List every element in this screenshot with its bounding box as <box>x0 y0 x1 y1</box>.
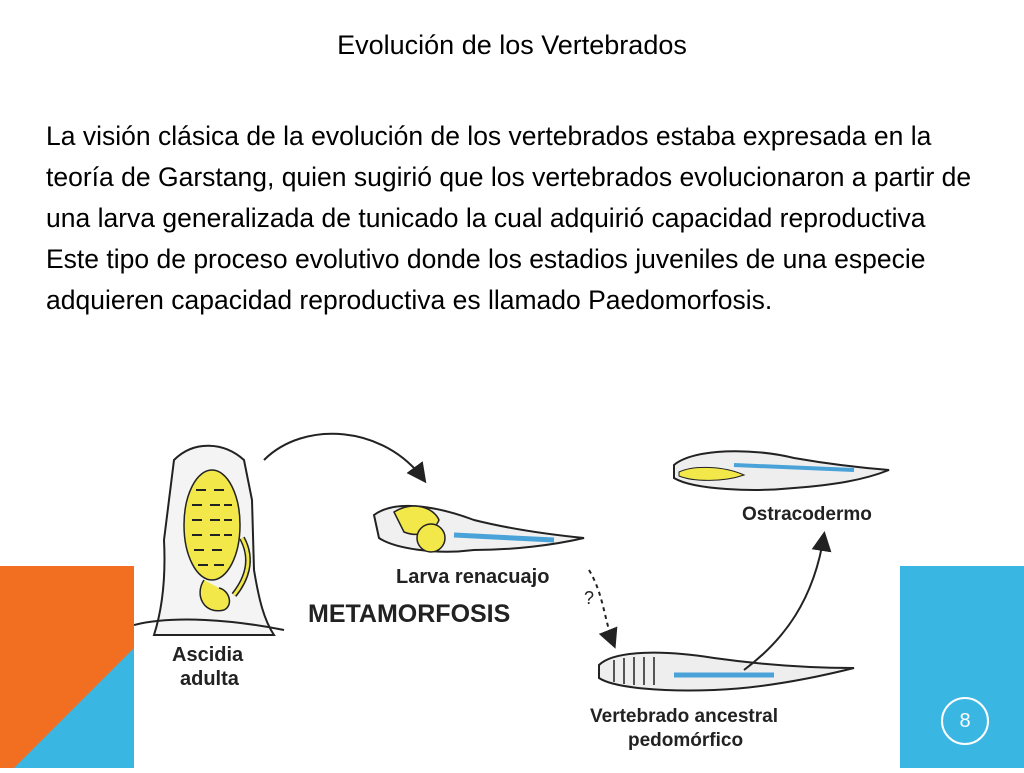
arrow-to-ostracoderm <box>743 531 832 671</box>
label-ascidia: Ascidia <box>172 644 244 666</box>
ostracoderm-drawing <box>673 450 890 491</box>
label-metamorfosis: METAMORFOSIS <box>308 600 511 628</box>
paragraph-paedomorfosis: Este tipo de proceso evolutivo donde los… <box>46 244 926 315</box>
arrow-to-larva <box>263 432 427 484</box>
diagram-drawing <box>133 432 890 692</box>
ascidian-adult-drawing <box>133 444 285 636</box>
tadpole-larva-drawing <box>372 505 585 553</box>
ancestral-vertebrate-drawing <box>598 651 855 692</box>
label-ostracodermo: Ostracodermo <box>742 504 872 525</box>
label-vertebrado-ancestral: Vertebrado ancestral <box>590 706 778 727</box>
label-larva-renacuajo: Larva renacuajo <box>396 566 550 588</box>
decor-blue-triangle <box>14 648 134 768</box>
slide-title: Evolución de los Vertebrados <box>337 30 687 60</box>
label-pedomorfico: pedomórfico <box>628 730 744 751</box>
label-question: ? <box>584 588 595 608</box>
evolution-diagram: Ascidia adulta Larva renacuajo METAMORFO… <box>133 420 900 768</box>
slide-body: La visión clásica de la evolución de los… <box>46 116 996 321</box>
label-adulta: adulta <box>180 668 239 690</box>
arrow-to-vertebrate <box>588 569 618 649</box>
page-number-badge: 8 <box>941 697 989 745</box>
paragraph-garstang: La visión clásica de la evolución de los… <box>46 121 972 233</box>
